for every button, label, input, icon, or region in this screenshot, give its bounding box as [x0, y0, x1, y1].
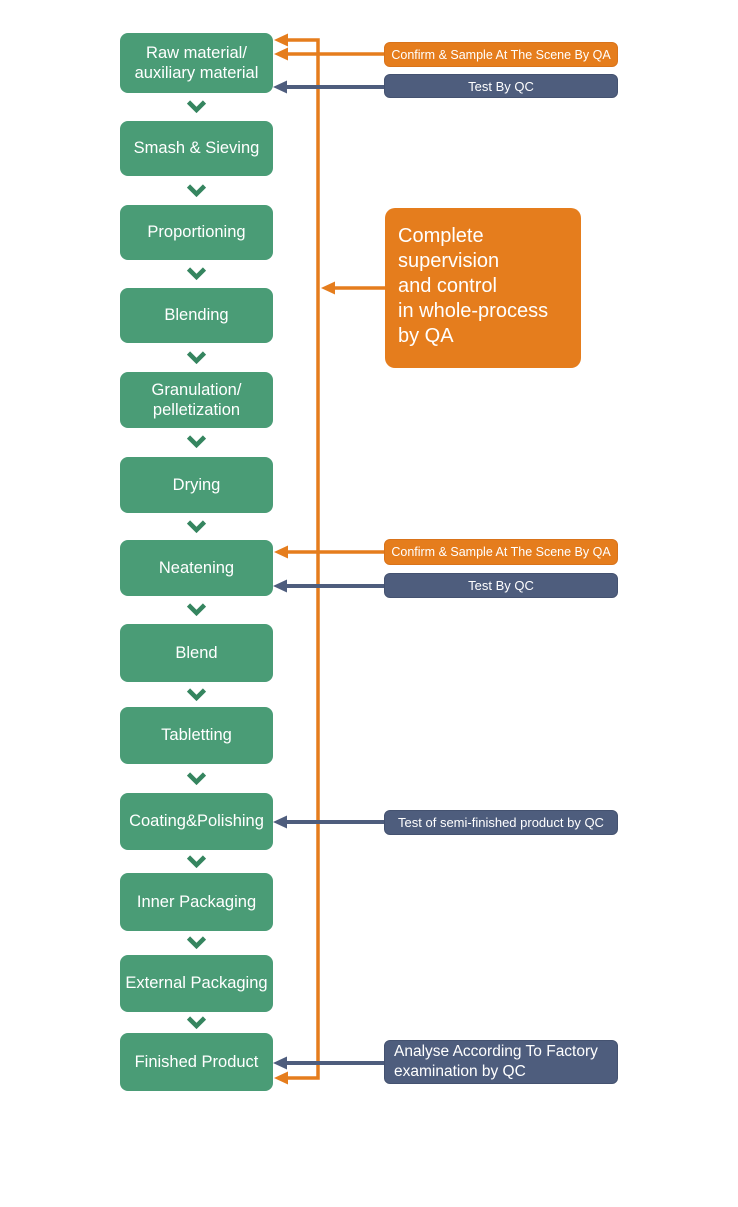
flow-chevron-icon: [186, 936, 207, 950]
flow-chevron-icon: [186, 184, 207, 198]
step-drying: Drying: [120, 457, 273, 513]
flow-chevron-icon: [186, 267, 207, 281]
step-label: Blend: [175, 643, 218, 662]
tag-qa-confirm-raw: Confirm & Sample At The Scene By QA: [384, 42, 618, 67]
step-label: Coating&Polishing: [129, 812, 264, 831]
arrowhead-qc-test-neatening-icon: [273, 579, 287, 593]
arrowhead-qa-bottom-icon: [274, 1071, 288, 1085]
step-label: External Packaging: [125, 974, 268, 993]
qa-whole-process-line: [287, 38, 320, 1080]
step-label: Raw material/ auxiliary material: [134, 43, 259, 82]
arrowhead-qc-test-raw-icon: [273, 80, 287, 94]
step-label: Tabletting: [161, 726, 232, 745]
step-label: Drying: [172, 475, 221, 494]
step-blend: Blend: [120, 624, 273, 682]
arrowhead-qc-semi-finished-icon: [273, 815, 287, 829]
step-coating-polishing: Coating&Polishing: [120, 793, 273, 850]
step-granulation: Granulation/ pelletization: [120, 372, 273, 428]
step-label: Finished Product: [134, 1052, 259, 1071]
arrowhead-qa-confirm-raw-icon: [274, 47, 288, 61]
flow-chevron-icon: [186, 520, 207, 534]
tag-qa-confirm-neatening: Confirm & Sample At The Scene By QA: [384, 539, 618, 565]
step-label: Proportioning: [147, 223, 246, 242]
flow-chevron-icon: [186, 1016, 207, 1030]
step-raw-material: Raw material/ auxiliary material: [120, 33, 273, 93]
step-proportioning: Proportioning: [120, 205, 273, 260]
flow-chevron-icon: [186, 351, 207, 365]
tag-qc-factory: Analyse According To Factory examination…: [384, 1040, 618, 1084]
arrowhead-qa-bigbox-icon: [321, 281, 335, 295]
step-label: Blending: [164, 306, 229, 325]
flow-chevron-icon: [186, 772, 207, 786]
flow-chevron-icon: [186, 435, 207, 449]
flow-chevron-icon: [186, 688, 207, 702]
flow-chevron-icon: [186, 855, 207, 869]
step-inner-packaging: Inner Packaging: [120, 873, 273, 931]
step-tabletting: Tabletting: [120, 707, 273, 764]
step-neatening: Neatening: [120, 540, 273, 596]
step-label: Smash & Sieving: [133, 139, 260, 158]
step-label: Inner Packaging: [136, 892, 257, 911]
flow-chevron-icon: [186, 100, 207, 114]
tag-qc-test-raw: Test By QC: [384, 74, 618, 98]
step-label: Granulation/ pelletization: [151, 380, 242, 419]
tag-qc-test-neatening: Test By QC: [384, 573, 618, 598]
arrowhead-qa-confirm-neatening-icon: [274, 545, 288, 559]
tag-qc-semi-finished: Test of semi-finished product by QC: [384, 810, 618, 835]
step-finished-product: Finished Product: [120, 1033, 273, 1091]
step-external-packaging: External Packaging: [120, 955, 273, 1012]
step-blending: Blending: [120, 288, 273, 343]
arrowhead-qa-top-icon: [274, 33, 288, 47]
arrowhead-qc-factory-icon: [273, 1056, 287, 1070]
step-label: Neatening: [158, 558, 235, 577]
qa-whole-process-box: Complete supervision and control in whol…: [385, 208, 581, 368]
flow-chevron-icon: [186, 603, 207, 617]
step-smash-sieving: Smash & Sieving: [120, 121, 273, 176]
